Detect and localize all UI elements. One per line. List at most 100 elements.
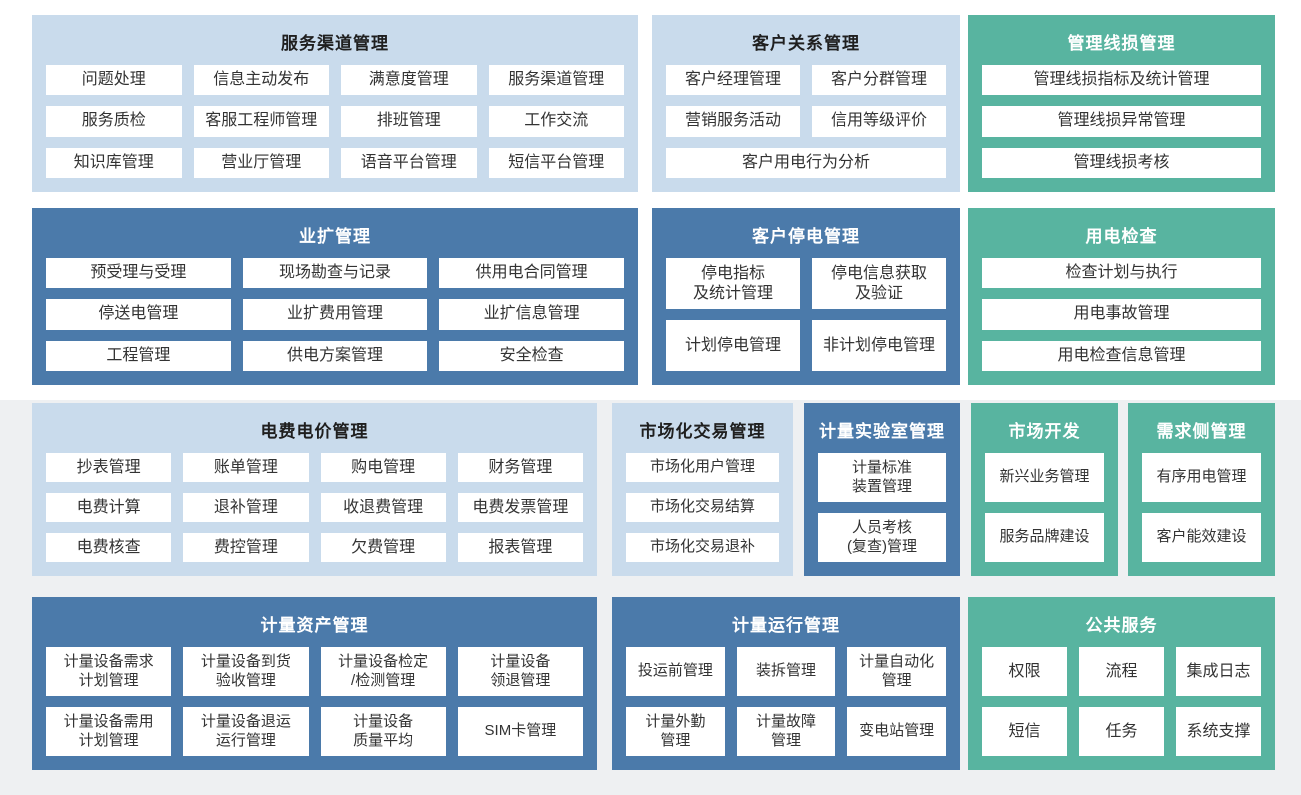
module-item: 计量设备退运 运行管理 bbox=[183, 707, 309, 756]
module-item: 客户能效建设 bbox=[1142, 513, 1261, 562]
block-items: 投运前管理 装拆管理 计量自动化 管理 计量外勤 管理 计量故障 管理 变电站管… bbox=[626, 647, 946, 756]
block-items: 权限 流程 集成日志 短信 任务 系统支撑 bbox=[982, 647, 1261, 756]
module-item: 预受理与受理 bbox=[46, 258, 231, 289]
module-item: 计量外勤 管理 bbox=[626, 707, 725, 756]
module-item: 人员考核 (复查)管理 bbox=[818, 513, 946, 562]
block-title: 客户关系管理 bbox=[752, 34, 860, 53]
module-item: 业扩信息管理 bbox=[439, 299, 624, 330]
block-items: 客户经理管理 客户分群管理 营销服务活动 信用等级评价 客户用电行为分析 bbox=[666, 65, 946, 178]
module-item: 知识库管理 bbox=[46, 147, 182, 178]
block-items: 计量设备需求 计划管理 计量设备到货 验收管理 计量设备检定 /检测管理 计量设… bbox=[46, 647, 583, 756]
module-item: 供用电合同管理 bbox=[439, 258, 624, 289]
module-item: 集成日志 bbox=[1176, 647, 1261, 696]
block-title: 管理线损管理 bbox=[1067, 34, 1176, 53]
block-title: 电费电价管理 bbox=[260, 422, 369, 441]
block-customer-relation: 客户关系管理 客户经理管理 客户分群管理 营销服务活动 信用等级评价 客户用电行… bbox=[652, 15, 960, 192]
module-item: 服务品牌建设 bbox=[985, 513, 1104, 562]
block-items: 预受理与受理 现场勘查与记录 供用电合同管理 停送电管理 业扩费用管理 业扩信息… bbox=[46, 258, 624, 371]
module-item: 账单管理 bbox=[183, 453, 309, 482]
block-title: 服务渠道管理 bbox=[281, 34, 389, 53]
block-title: 公共服务 bbox=[1085, 616, 1158, 635]
module-item: 抄表管理 bbox=[46, 453, 172, 482]
block-title: 市场化交易管理 bbox=[639, 422, 766, 441]
module-item: 管理线损异常管理 bbox=[982, 106, 1261, 137]
module-item: 客户经理管理 bbox=[666, 65, 800, 96]
module-item: 计量设备 领退管理 bbox=[457, 647, 583, 696]
block-metering-operation: 计量运行管理 投运前管理 装拆管理 计量自动化 管理 计量外勤 管理 计量故障 … bbox=[612, 597, 960, 770]
block-title: 计量运行管理 bbox=[732, 616, 840, 635]
block-metering-lab: 计量实验室管理 计量标准 装置管理 人员考核 (复查)管理 bbox=[804, 403, 960, 576]
block-items: 问题处理 信息主动发布 满意度管理 服务渠道管理 服务质检 客服工程师管理 排班… bbox=[46, 65, 624, 178]
block-service-channel: 服务渠道管理 问题处理 信息主动发布 满意度管理 服务渠道管理 服务质检 客服工… bbox=[32, 15, 638, 192]
module-item: 计量设备检定 /检测管理 bbox=[320, 647, 446, 696]
module-item: 现场勘查与记录 bbox=[242, 258, 428, 289]
block-items: 管理线损指标及统计管理 管理线损异常管理 管理线损考核 bbox=[982, 65, 1261, 178]
block-title: 业扩管理 bbox=[299, 227, 371, 246]
block-line-loss: 管理线损管理 管理线损指标及统计管理 管理线损异常管理 管理线损考核 bbox=[968, 15, 1275, 192]
block-items: 有序用电管理 客户能效建设 bbox=[1142, 453, 1261, 562]
module-item: 计量标准 装置管理 bbox=[818, 453, 946, 502]
module-item: 客服工程师管理 bbox=[193, 106, 329, 137]
block-items: 停电指标 及统计管理 停电信息获取 及验证 计划停电管理 非计划停电管理 bbox=[666, 258, 946, 371]
module-item: 服务渠道管理 bbox=[488, 65, 624, 96]
module-item: 计划停电管理 bbox=[666, 320, 800, 371]
block-demand-side: 需求侧管理 有序用电管理 客户能效建设 bbox=[1128, 403, 1275, 576]
module-item: 购电管理 bbox=[320, 453, 446, 482]
module-item: 计量设备需用 计划管理 bbox=[46, 707, 172, 756]
block-title: 客户停电管理 bbox=[752, 227, 860, 246]
block-tariff: 电费电价管理 抄表管理 账单管理 购电管理 财务管理 电费计算 退补管理 收退费… bbox=[32, 403, 597, 576]
module-item: 有序用电管理 bbox=[1142, 453, 1261, 502]
module-item: 客户分群管理 bbox=[812, 65, 946, 96]
module-item: 电费发票管理 bbox=[457, 493, 583, 522]
module-item: 停电信息获取 及验证 bbox=[812, 258, 946, 309]
block-title: 计量资产管理 bbox=[260, 616, 369, 635]
module-item: 系统支撑 bbox=[1176, 707, 1261, 756]
module-item: 计量设备需求 计划管理 bbox=[46, 647, 172, 696]
block-items: 计量标准 装置管理 人员考核 (复查)管理 bbox=[818, 453, 946, 562]
module-item: 管理线损指标及统计管理 bbox=[982, 65, 1261, 96]
module-item: 市场化交易退补 bbox=[626, 533, 779, 562]
module-item: 管理线损考核 bbox=[982, 147, 1261, 178]
module-item: 电费核查 bbox=[46, 533, 172, 562]
module-item: 计量设备到货 验收管理 bbox=[183, 647, 309, 696]
module-item: 用电事故管理 bbox=[982, 299, 1261, 330]
module-item: 计量设备 质量平均 bbox=[320, 707, 446, 756]
module-item: 信用等级评价 bbox=[812, 106, 946, 137]
module-item: 投运前管理 bbox=[626, 647, 725, 696]
block-title: 需求侧管理 bbox=[1156, 422, 1247, 441]
module-item: 退补管理 bbox=[183, 493, 309, 522]
module-item: 权限 bbox=[982, 647, 1067, 696]
module-item: 问题处理 bbox=[46, 65, 182, 96]
module-item: 安全检查 bbox=[439, 340, 624, 371]
module-item: 报表管理 bbox=[457, 533, 583, 562]
module-item: 营销服务活动 bbox=[666, 106, 800, 137]
module-item: 市场化用户管理 bbox=[626, 453, 779, 482]
module-item: 任务 bbox=[1079, 707, 1164, 756]
module-item: 财务管理 bbox=[457, 453, 583, 482]
block-items: 抄表管理 账单管理 购电管理 财务管理 电费计算 退补管理 收退费管理 电费发票… bbox=[46, 453, 583, 562]
module-item: SIM卡管理 bbox=[457, 707, 583, 756]
module-item: 电费计算 bbox=[46, 493, 172, 522]
block-title: 计量实验室管理 bbox=[819, 422, 945, 441]
module-item: 非计划停电管理 bbox=[812, 320, 946, 371]
module-item: 流程 bbox=[1079, 647, 1164, 696]
module-item: 新兴业务管理 bbox=[985, 453, 1104, 502]
module-item: 短信 bbox=[982, 707, 1067, 756]
module-item: 客户用电行为分析 bbox=[666, 147, 946, 178]
module-item: 停电指标 及统计管理 bbox=[666, 258, 800, 309]
module-item: 语音平台管理 bbox=[341, 147, 477, 178]
module-item: 费控管理 bbox=[183, 533, 309, 562]
module-item: 装拆管理 bbox=[736, 647, 836, 696]
block-title: 市场开发 bbox=[1008, 422, 1081, 441]
module-item: 工作交流 bbox=[488, 106, 624, 137]
module-item: 市场化交易结算 bbox=[626, 493, 779, 522]
module-item: 用电检查信息管理 bbox=[982, 340, 1261, 371]
block-items: 市场化用户管理 市场化交易结算 市场化交易退补 bbox=[626, 453, 779, 562]
block-market-dev: 市场开发 新兴业务管理 服务品牌建设 bbox=[971, 403, 1118, 576]
module-item: 计量自动化 管理 bbox=[847, 647, 946, 696]
module-item: 停送电管理 bbox=[46, 299, 231, 330]
block-business-expansion: 业扩管理 预受理与受理 现场勘查与记录 供用电合同管理 停送电管理 业扩费用管理… bbox=[32, 208, 638, 385]
block-market-trade: 市场化交易管理 市场化用户管理 市场化交易结算 市场化交易退补 bbox=[612, 403, 793, 576]
module-item: 欠费管理 bbox=[320, 533, 446, 562]
